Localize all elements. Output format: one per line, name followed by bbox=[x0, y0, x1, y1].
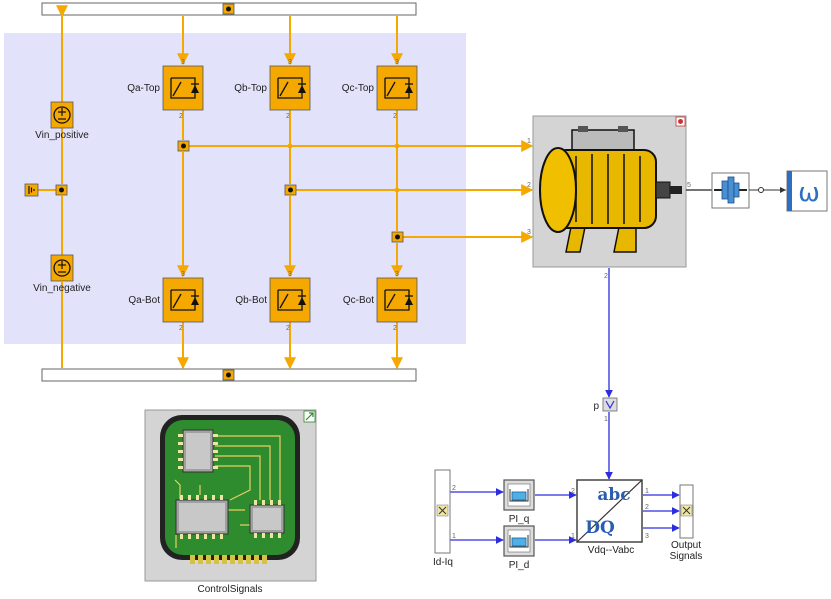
pi-d-controller[interactable] bbox=[503, 525, 535, 557]
motor-pin-a: 1 bbox=[527, 138, 531, 145]
p-label: p bbox=[593, 401, 599, 412]
vin-positive-source[interactable] bbox=[50, 101, 74, 129]
node-box-mid[interactable] bbox=[55, 184, 68, 196]
vin-negative-source[interactable] bbox=[50, 254, 74, 282]
switch-qa-top-pin-in: 3 bbox=[181, 59, 185, 66]
idiq-pin-top: 2 bbox=[452, 485, 456, 492]
idiq-pin-bottom: 1 bbox=[452, 533, 456, 540]
conv-pin-out-1: 1 bbox=[645, 488, 649, 495]
conv-pin-out-2: 2 bbox=[645, 504, 649, 511]
output-signals-mux[interactable] bbox=[679, 484, 694, 539]
switch-qa-top-pin-out: 2 bbox=[179, 113, 183, 120]
speed-sensor-icon[interactable] bbox=[711, 172, 750, 209]
conv-pin-in-bottom: 1 bbox=[571, 533, 575, 540]
switches: 32Qa-Top32Qb-Top32Qc-Top32Qa-Bot32Qb-Bot… bbox=[127, 59, 418, 332]
switch-qc-top-pin-out: 2 bbox=[393, 113, 397, 120]
conv-pin-in-top: 2 bbox=[571, 488, 575, 495]
switch-qb-top-pin-out: 2 bbox=[286, 113, 290, 120]
pi-d-label: PI_d bbox=[509, 560, 530, 571]
vin-negative-label: Vin_negative bbox=[33, 283, 91, 294]
pm-motor-icon[interactable] bbox=[532, 115, 687, 268]
output-signals-label-2: Signals bbox=[670, 551, 703, 562]
switch-qa-bot-label: Qa-Bot bbox=[128, 295, 160, 306]
pi-q-controller[interactable] bbox=[503, 479, 535, 511]
switch-qa-top[interactable] bbox=[162, 65, 204, 111]
id-iq-label: Id-Iq bbox=[433, 557, 453, 568]
id-iq-mux[interactable] bbox=[434, 469, 451, 554]
control-signals-label: ControlSignals bbox=[197, 584, 262, 595]
motor-pin-b: 2 bbox=[527, 182, 531, 189]
switch-qc-top-pin-in: 3 bbox=[395, 59, 399, 66]
switch-qb-bot[interactable] bbox=[269, 277, 311, 323]
top-dc-bus[interactable] bbox=[41, 2, 417, 16]
conv-pin-out-3: 3 bbox=[645, 533, 649, 540]
position-probe[interactable] bbox=[602, 397, 618, 412]
switch-qb-bot-label: Qb-Bot bbox=[235, 295, 267, 306]
node-box-c[interactable] bbox=[391, 231, 404, 243]
switch-qa-bot-pin-out: 2 bbox=[179, 325, 183, 332]
switch-qc-bot-label: Qc-Bot bbox=[343, 295, 374, 306]
node-box-b[interactable] bbox=[284, 184, 297, 196]
signal-wires bbox=[450, 268, 680, 544]
p-pin: 1 bbox=[604, 416, 608, 423]
motor-pin-bottom: 2 bbox=[604, 273, 608, 280]
switch-qc-top-label: Qc-Top bbox=[342, 83, 375, 94]
vdq-vabc-label: Vdq--Vabc bbox=[588, 545, 635, 556]
switch-qc-bot-pin-out: 2 bbox=[393, 325, 397, 332]
switch-qa-bot[interactable] bbox=[162, 277, 204, 323]
switch-qa-bot-pin-in: 3 bbox=[181, 271, 185, 278]
dq-text: DQ bbox=[585, 518, 615, 538]
motor-pin-c: 3 bbox=[527, 229, 531, 236]
switch-qb-top-label: Qb-Top bbox=[234, 83, 267, 94]
omega-symbol: ω bbox=[798, 178, 820, 208]
pi-q-label: PI_q bbox=[509, 514, 530, 525]
switch-qb-top[interactable] bbox=[269, 65, 311, 111]
switch-qc-top[interactable] bbox=[376, 65, 418, 111]
switch-qb-bot-pin-out: 2 bbox=[286, 325, 290, 332]
switch-qc-bot-pin-in: 3 bbox=[395, 271, 399, 278]
output-signals-label-1: Output bbox=[671, 540, 701, 551]
dq-abc-converter-icon[interactable]: abc DQ bbox=[576, 479, 643, 543]
abc-text: abc bbox=[597, 485, 630, 505]
vin-positive-label: Vin_positive bbox=[35, 130, 89, 141]
switch-qc-bot[interactable] bbox=[376, 277, 418, 323]
switch-qa-top-label: Qa-Top bbox=[127, 83, 160, 94]
switch-qb-bot-pin-in: 3 bbox=[288, 271, 292, 278]
pcb-chip-icon[interactable] bbox=[144, 409, 317, 582]
bottom-dc-bus[interactable] bbox=[41, 368, 417, 382]
wire-junctions bbox=[287, 143, 400, 193]
switch-qb-top-pin-in: 3 bbox=[288, 59, 292, 66]
omega-display-icon[interactable]: ω bbox=[786, 170, 828, 212]
power-wires bbox=[38, 5, 534, 370]
node-box-a[interactable] bbox=[177, 140, 190, 152]
motor-pin-shaft: 5 bbox=[687, 182, 691, 189]
ground-icon[interactable] bbox=[24, 183, 39, 197]
